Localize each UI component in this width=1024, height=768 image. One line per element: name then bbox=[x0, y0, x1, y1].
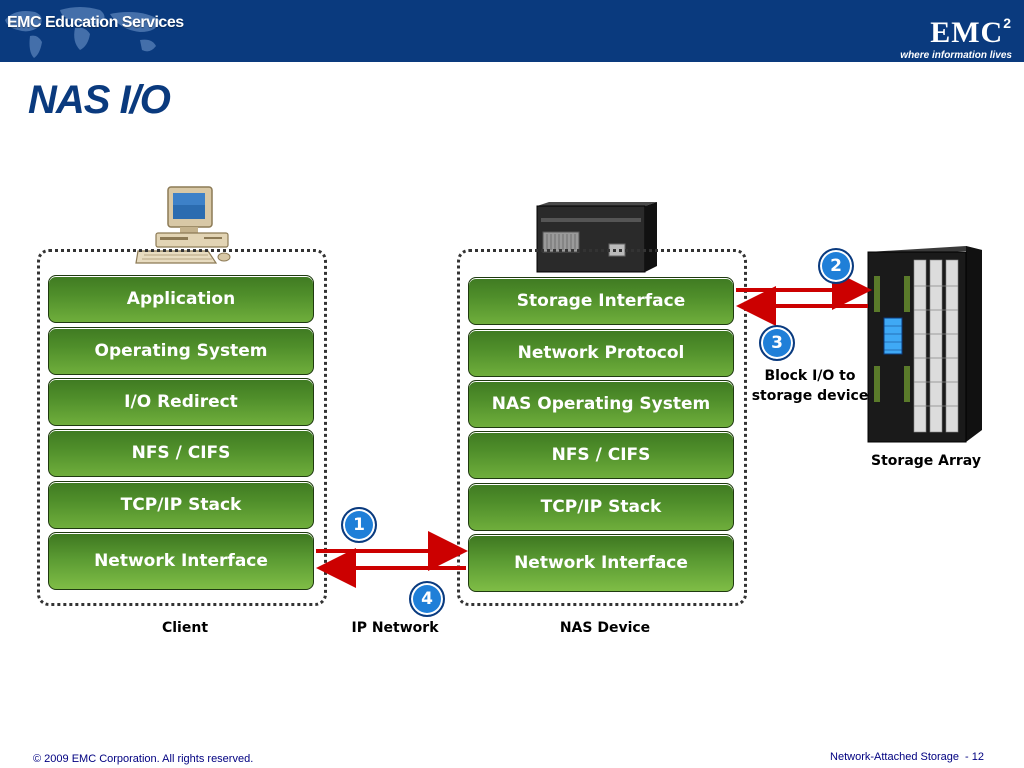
logo-sup: 2 bbox=[1003, 15, 1012, 31]
client-label: Client bbox=[161, 620, 209, 636]
nas-device-label: NAS Device bbox=[559, 620, 651, 636]
nas-layer-nas-os: NAS Operating System bbox=[468, 380, 734, 428]
client-layer-io-redirect: I/O Redirect bbox=[48, 378, 314, 426]
client-layer-application: Application bbox=[48, 275, 314, 323]
step-badge-1: 1 bbox=[341, 507, 377, 543]
nas-layer-network-protocol: Network Protocol bbox=[468, 329, 734, 377]
footer-right: Network-Attached Storage - 12 bbox=[830, 751, 984, 763]
copyright-text: © 2009 EMC Corporation. All rights reser… bbox=[33, 753, 254, 765]
block-io-line2: storage device bbox=[751, 388, 869, 404]
computer-icon bbox=[135, 186, 231, 264]
step-badge-4: 4 bbox=[409, 581, 445, 617]
nas-layer-storage-interface: Storage Interface bbox=[468, 277, 734, 325]
page-title: NAS I/O bbox=[28, 78, 171, 122]
nas-server-icon bbox=[536, 202, 657, 273]
storage-array-icon bbox=[867, 246, 982, 443]
step-badge-3: 3 bbox=[759, 325, 795, 361]
nas-layer-network-interface: Network Interface bbox=[468, 534, 734, 592]
emc-logo: EMC2 where information lives bbox=[892, 8, 1012, 61]
storage-array-label: Storage Array bbox=[871, 453, 981, 469]
header-brand: EMC Education Services bbox=[7, 14, 184, 31]
nas-layer-tcpip: TCP/IP Stack bbox=[468, 483, 734, 531]
ip-network-label: IP Network bbox=[351, 620, 439, 636]
block-io-label: Block I/O to storage device bbox=[744, 366, 876, 406]
logo-text: EMC bbox=[930, 16, 1004, 49]
client-stack-frame bbox=[37, 249, 327, 606]
block-io-line1: Block I/O to bbox=[764, 368, 856, 384]
logo-tagline: where information lives bbox=[900, 50, 1012, 61]
footer-section: Network-Attached Storage bbox=[830, 751, 960, 763]
client-layer-tcpip: TCP/IP Stack bbox=[48, 481, 314, 529]
footer-page-number: - 12 bbox=[965, 751, 984, 763]
step-badge-2: 2 bbox=[818, 248, 854, 284]
client-layer-operating-system: Operating System bbox=[48, 327, 314, 375]
client-layer-network-interface: Network Interface bbox=[48, 532, 314, 590]
client-layer-nfs-cifs: NFS / CIFS bbox=[48, 429, 314, 477]
nas-layer-nfs-cifs: NFS / CIFS bbox=[468, 431, 734, 479]
world-map-graphic bbox=[5, 7, 160, 58]
header-bar: EMC Education Services EMC2 where inform… bbox=[0, 0, 1024, 62]
nas-stack-frame bbox=[457, 249, 747, 606]
